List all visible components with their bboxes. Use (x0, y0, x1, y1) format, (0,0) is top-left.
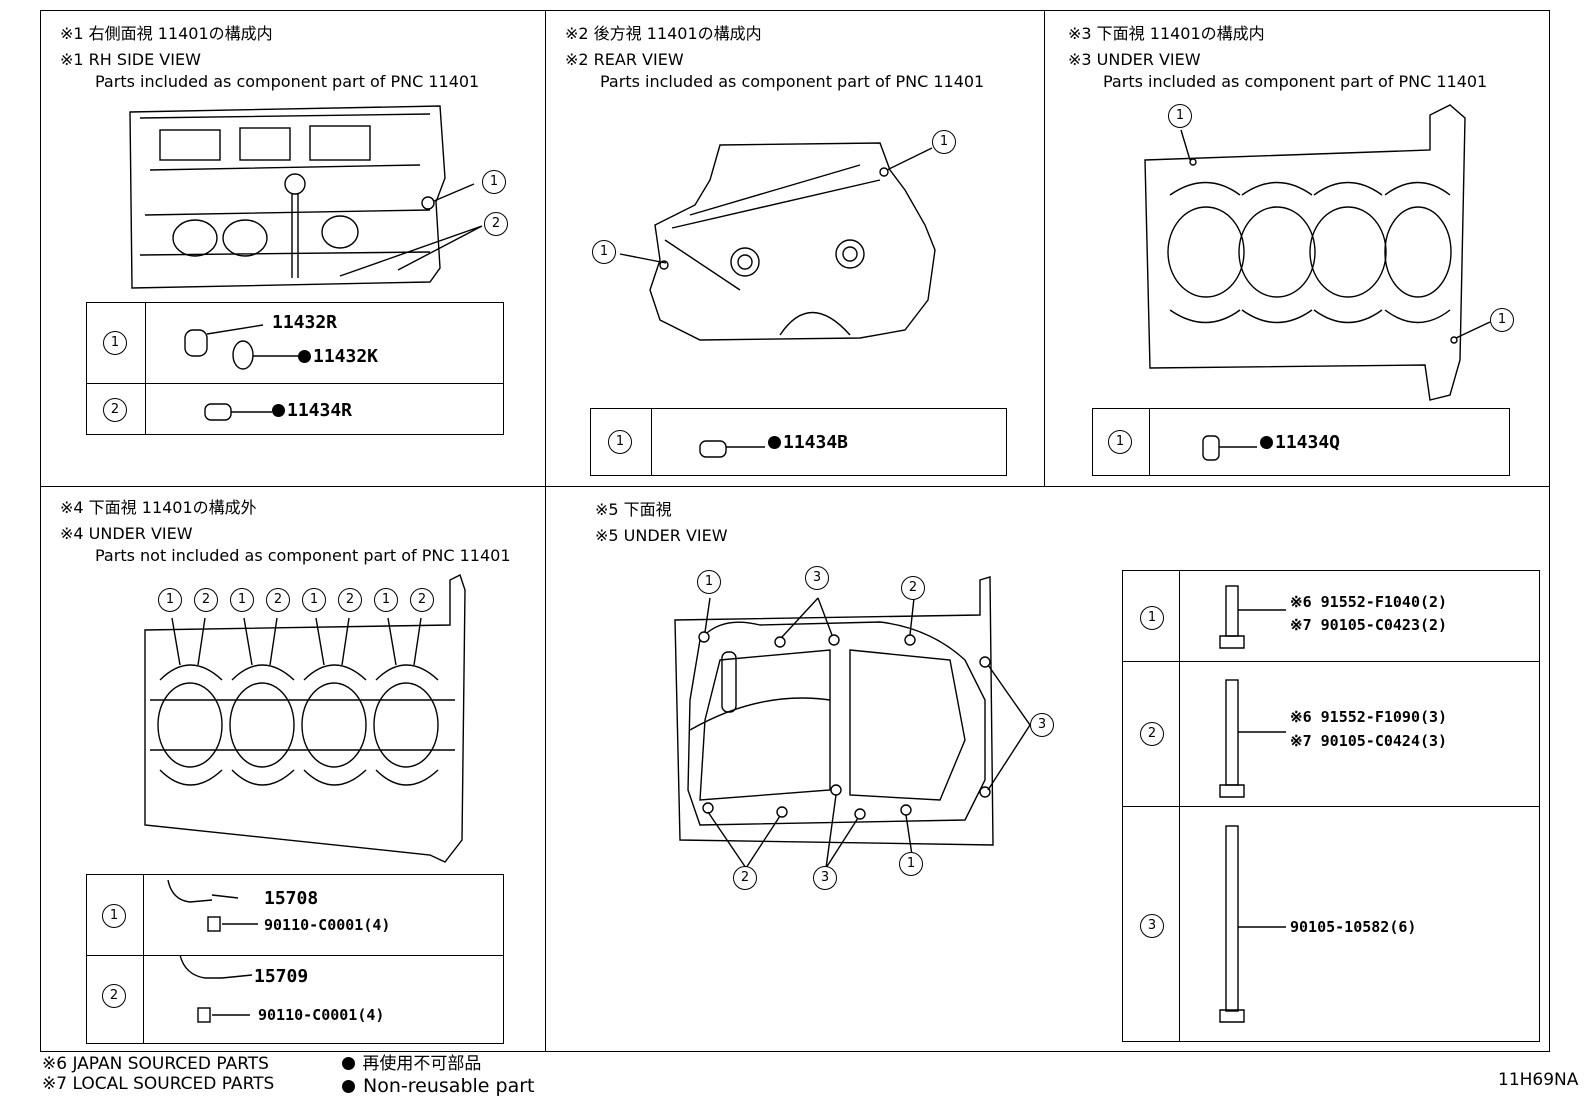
p3-parts-table (1092, 408, 1510, 476)
diagram-frame (40, 10, 1550, 1052)
p5-row1-line2: ※7 90105-C0423(2) (1290, 616, 1448, 634)
p1-callout-1: 1 (482, 170, 506, 194)
legend-non-reusable-jp: 再使用不可部品 (342, 1054, 481, 1074)
p4-title-en: ※4 UNDER VIEW (60, 524, 193, 543)
under-view-drawing-3 (1144, 104, 1491, 401)
p5-row2-line2: ※7 90105-C0424(3) (1290, 732, 1448, 750)
p5-callout: 3 (805, 566, 829, 590)
p3-row1-part: 11434Q (1260, 432, 1340, 453)
part-icons (167, 324, 1286, 1023)
p5-callout: 2 (901, 576, 925, 600)
p3-title-en: ※3 UNDER VIEW (1068, 50, 1201, 69)
p4-callout: 1 (374, 588, 398, 612)
p3-callout-a: 1 (1168, 104, 1192, 128)
p5-row1-line1: ※6 91552-F1040(2) (1290, 593, 1448, 611)
legend-non-reusable-en: Non-reusable part (342, 1076, 534, 1096)
p1-row1-part: 11432R (272, 312, 338, 333)
p2-title-en: ※2 REAR VIEW (565, 50, 684, 69)
under-view-drawing-5 (674, 576, 1031, 869)
p4-row1-part: 15708 (264, 888, 319, 909)
p1-parts-table (86, 302, 504, 435)
p1-callout-2: 2 (484, 212, 508, 236)
p5-title-en: ※5 UNDER VIEW (595, 526, 728, 545)
p5-callout: 1 (697, 570, 721, 594)
p4-row1-sub: 90110-C0001(4) (264, 916, 391, 934)
p4-title-jp: ※4 下面視 11401の構成外 (60, 498, 257, 517)
p1-title-en: ※1 RH SIDE VIEW (60, 50, 201, 69)
p5-callout: 3 (813, 866, 837, 890)
p4-callout: 1 (230, 588, 254, 612)
p4-callout: 1 (302, 588, 326, 612)
col-divider-3 (545, 486, 546, 1052)
p2-parts-table (590, 408, 1007, 476)
p5-callout: 3 (1030, 713, 1054, 737)
rh-side-view-drawing (129, 105, 483, 289)
p1-row2-part: 11434R (272, 400, 352, 421)
p4-callout: 2 (266, 588, 290, 612)
legend-local-sourced: ※7 LOCAL SOURCED PARTS (42, 1074, 275, 1094)
under-view-drawing-4 (144, 574, 466, 863)
p5-parts-table (1122, 570, 1540, 1042)
p1-row1-part2: 11432K (298, 346, 378, 367)
p5-row3-index: 3 (1140, 914, 1164, 938)
p2-callout-a: 1 (932, 130, 956, 154)
p5-callout: 2 (733, 866, 757, 890)
legend-japan-sourced: ※6 JAPAN SOURCED PARTS (42, 1054, 269, 1074)
illustration-code: 11H69NA (1498, 1070, 1579, 1090)
p2-row1-part: 11434B (768, 432, 848, 453)
p3-callout-b: 1 (1490, 308, 1514, 332)
rear-view-drawing (619, 142, 936, 341)
p4-row2-sub: 90110-C0001(4) (258, 1006, 385, 1024)
p5-row2-index: 2 (1140, 722, 1164, 746)
p3-row1-index: 1 (1108, 430, 1132, 454)
p4-callout: 2 (338, 588, 362, 612)
p4-parts-table (86, 874, 504, 1044)
p2-callout-b: 1 (592, 240, 616, 264)
p1-note: Parts included as component part of PNC … (95, 72, 480, 91)
col-divider-2 (1044, 10, 1045, 486)
p2-row1-index: 1 (608, 430, 632, 454)
p5-row3-line1: 90105-10582(6) (1290, 918, 1417, 936)
p5-callout: 1 (899, 852, 923, 876)
p5-row1-index: 1 (1140, 606, 1164, 630)
p2-title-jp: ※2 後方視 11401の構成内 (565, 24, 762, 43)
p4-callout: 2 (194, 588, 218, 612)
p5-title-jp: ※5 下面視 (595, 500, 672, 519)
p4-row2-index: 2 (102, 984, 126, 1008)
p1-row2-index: 2 (103, 398, 127, 422)
row-divider (40, 486, 1550, 487)
p3-title-jp: ※3 下面視 11401の構成内 (1068, 24, 1265, 43)
p3-note: Parts included as component part of PNC … (1103, 72, 1488, 91)
p4-note: Parts not included as component part of … (95, 546, 511, 565)
p5-row2-line1: ※6 91552-F1090(3) (1290, 708, 1448, 726)
p1-title-jp: ※1 右側面視 11401の構成内 (60, 24, 273, 43)
p1-row1-index: 1 (103, 331, 127, 355)
col-divider-1 (545, 10, 546, 486)
p4-callout: 1 (158, 588, 182, 612)
p4-row1-index: 1 (102, 904, 126, 928)
p4-row2-part: 15709 (254, 966, 309, 987)
p2-note: Parts included as component part of PNC … (600, 72, 985, 91)
p4-callout: 2 (410, 588, 434, 612)
